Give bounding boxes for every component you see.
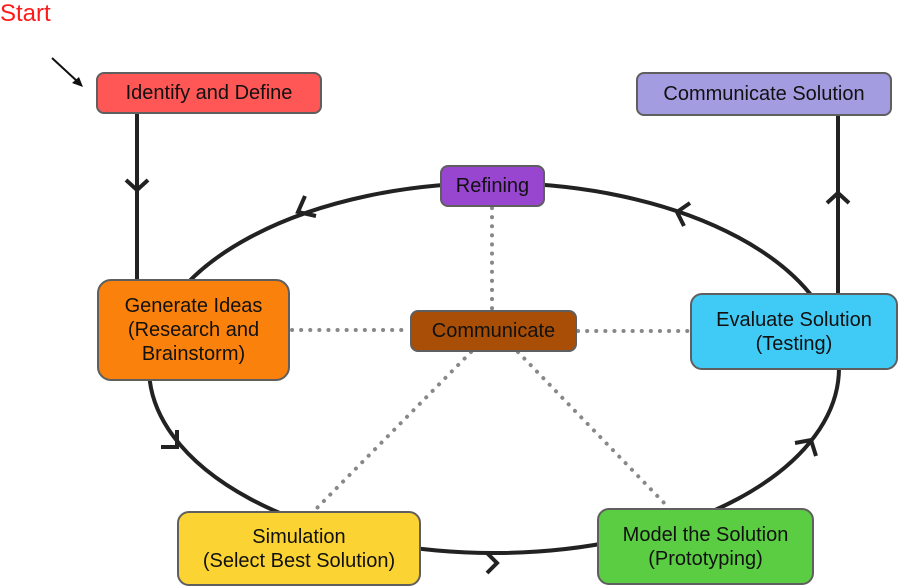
arrowhead-up-icon bbox=[825, 190, 851, 205]
node-label: Communicate Solution bbox=[663, 83, 865, 105]
node-label: Identify and Define bbox=[125, 82, 293, 104]
start-arrowhead-icon bbox=[72, 77, 83, 87]
arrowhead-left-icon bbox=[295, 195, 317, 218]
node-generate-ideas[interactable]: Generate Ideas (Research and Brainstorm) bbox=[97, 279, 290, 381]
node-simulation[interactable]: Simulation (Select Best Solution) bbox=[177, 511, 421, 586]
node-communicate-solution[interactable]: Communicate Solution bbox=[636, 72, 892, 116]
node-label: Generate Ideas (Research and Brainstorm) bbox=[124, 295, 263, 365]
dotted-link-model bbox=[516, 350, 669, 508]
dotted-link-simulation bbox=[315, 350, 473, 510]
node-refining[interactable]: Refining bbox=[440, 165, 545, 207]
node-label: Communicate bbox=[431, 320, 556, 342]
node-model-the-solution[interactable]: Model the Solution (Prototyping) bbox=[597, 508, 814, 585]
node-evaluate-solution[interactable]: Evaluate Solution (Testing) bbox=[690, 293, 898, 370]
arrowhead-right-icon bbox=[485, 551, 500, 575]
node-label: Simulation (Select Best Solution) bbox=[202, 525, 396, 572]
node-communicate[interactable]: Communicate bbox=[410, 310, 577, 352]
arrowhead-down-icon bbox=[161, 430, 179, 449]
arrowhead-up-icon bbox=[794, 437, 818, 457]
node-identify-and-define[interactable]: Identify and Define bbox=[96, 72, 322, 114]
start-label: Start bbox=[0, 0, 51, 27]
node-label: Evaluate Solution (Testing) bbox=[716, 308, 872, 355]
start-arrow-line bbox=[51, 57, 79, 83]
node-label: Model the Solution (Prototyping) bbox=[622, 523, 789, 570]
node-label: Refining bbox=[455, 175, 530, 197]
arrowhead-down-icon bbox=[124, 178, 150, 193]
arrowhead-left-icon bbox=[674, 201, 692, 227]
